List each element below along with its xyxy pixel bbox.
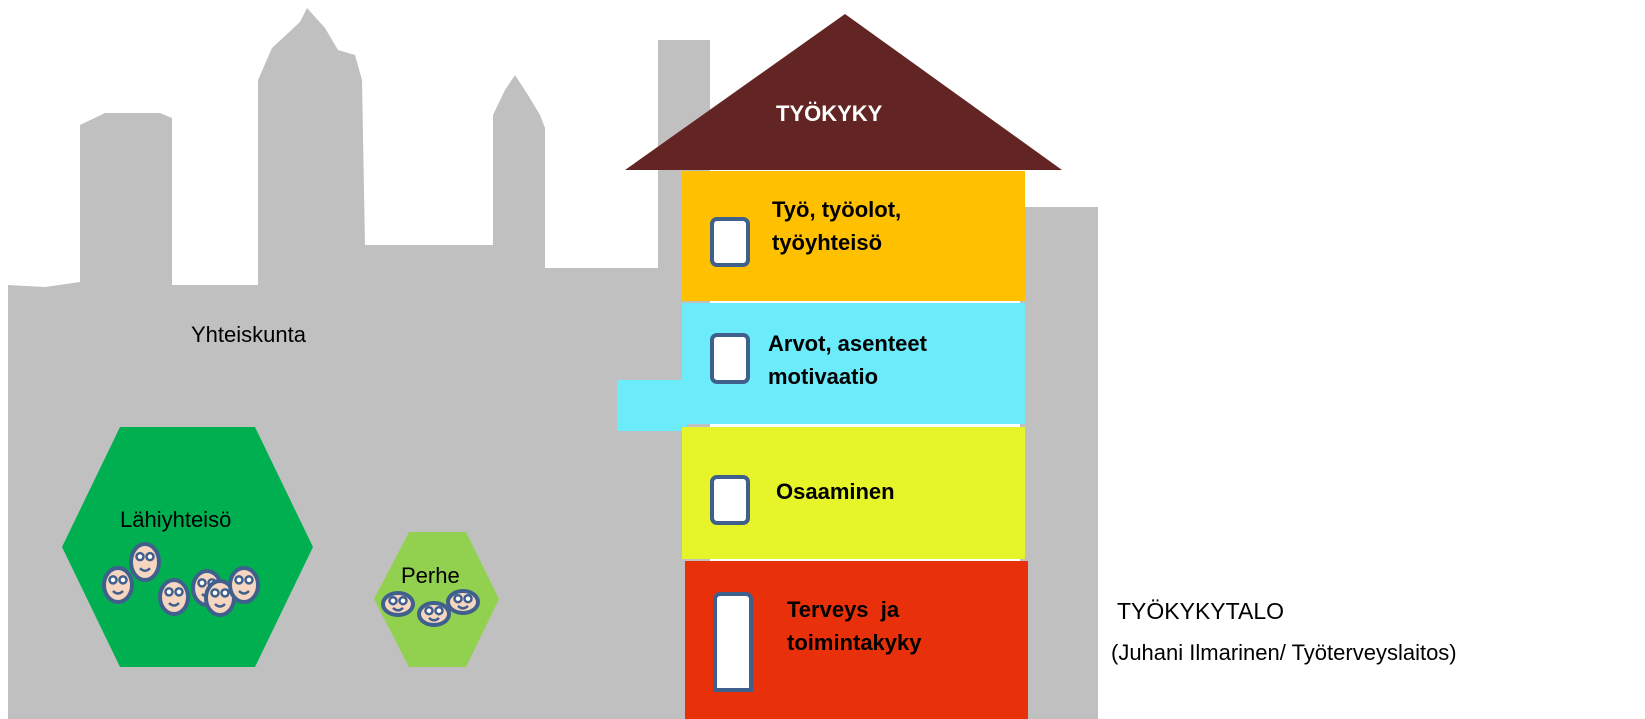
floor-health-label-line2: toimintakyky	[787, 630, 922, 655]
smiley-face-icon	[102, 566, 134, 604]
roof	[625, 14, 1062, 170]
smiley-face-icon	[417, 601, 451, 627]
diagram-title: TYÖKYKYTALO	[1117, 598, 1285, 624]
community-hexagon	[62, 427, 313, 667]
window-health	[713, 592, 753, 692]
floor-values-label-line2: motivaatio	[768, 364, 879, 389]
floor-work-label: Työ, työolot, työyhteisö	[772, 193, 901, 259]
floor-health-label: Terveys ja toimintakyky	[787, 593, 922, 659]
community-label: Lähiyhteisö	[120, 507, 232, 532]
floor-competence-label: Osaaminen	[776, 479, 895, 504]
window-values	[710, 333, 750, 384]
family-label: Perhe	[401, 563, 460, 588]
floor-work-label-line1: Työ, työolot,	[772, 197, 902, 222]
smiley-face-icon	[446, 589, 480, 615]
diagram-subtitle: (Juhani Ilmarinen/ Työterveyslaitos)	[1111, 640, 1457, 665]
window-competence	[710, 475, 750, 525]
smiley-face-icon	[129, 542, 161, 582]
smiley-face-icon	[381, 591, 415, 617]
values-extension	[617, 380, 687, 431]
city-right-block	[1020, 207, 1098, 719]
floor-work-label-line2: työyhteisö	[772, 230, 883, 255]
faces-group	[102, 542, 480, 627]
floor-health-label-line1: Terveys ja	[787, 597, 900, 622]
smiley-face-icon	[158, 578, 190, 616]
floor-values-label-line1: Arvot, asenteet	[768, 331, 927, 356]
smiley-face-icon	[228, 566, 260, 604]
window-work	[710, 217, 750, 267]
roof-label: TYÖKYKY	[776, 101, 883, 126]
family-hexagon	[374, 532, 499, 667]
society-label: Yhteiskunta	[191, 322, 306, 347]
floor-values-label: Arvot, asenteet motivaatio	[768, 327, 927, 393]
